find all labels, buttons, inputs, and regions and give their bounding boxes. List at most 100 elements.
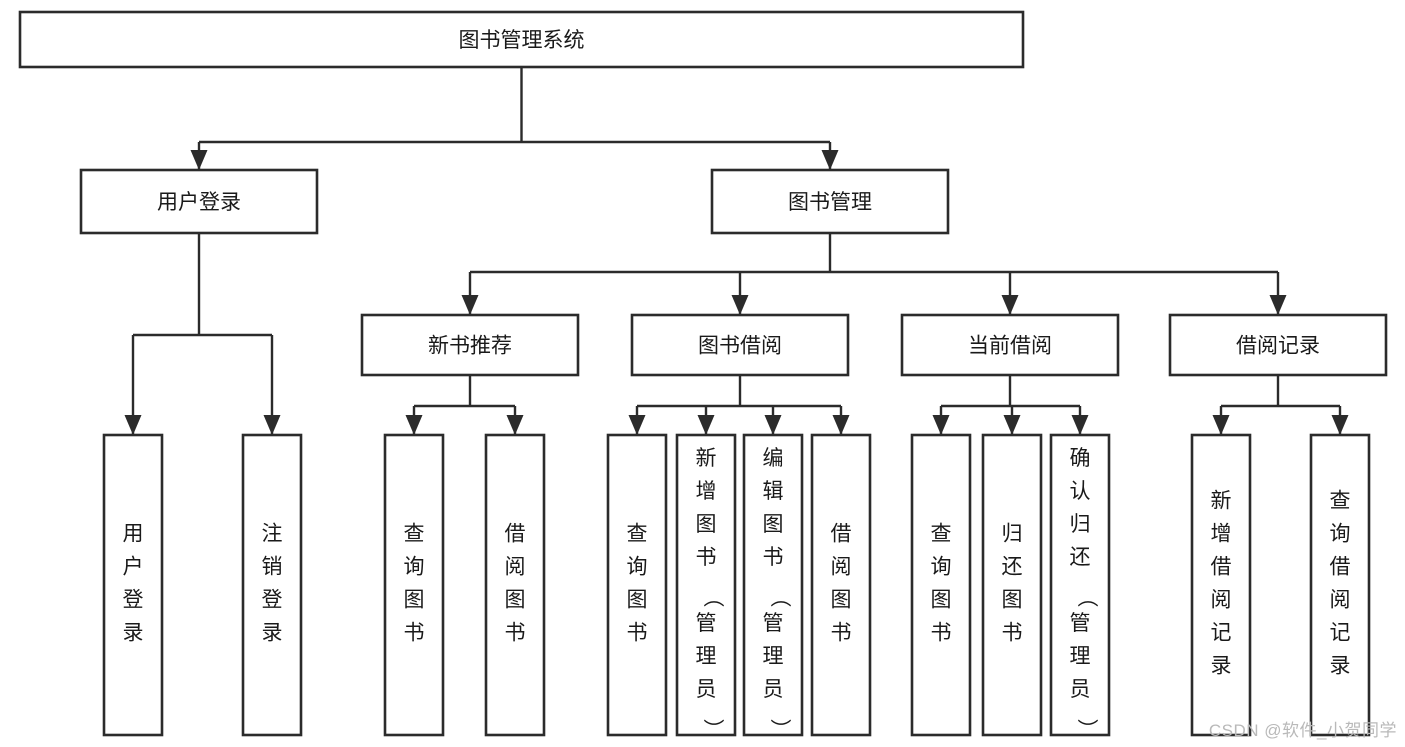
node-box-book-borrow[interactable]: [630, 313, 850, 377]
svg-text:理: 理: [763, 645, 784, 668]
node-box-new-book-recommend[interactable]: [360, 313, 580, 377]
svg-text:查: 查: [1330, 490, 1351, 513]
node-box-leaf-user-login[interactable]: [102, 433, 164, 737]
svg-text:户: 户: [123, 556, 144, 579]
svg-text:阅: 阅: [505, 556, 526, 579]
svg-text:员: 员: [696, 678, 717, 701]
svg-text:录: 录: [1211, 655, 1232, 678]
node-box-leaf-borrow-book-1[interactable]: [484, 433, 546, 737]
node-label-leaf-user-login: 用户登录: [123, 523, 144, 645]
svg-text:阅: 阅: [1211, 589, 1232, 612]
node-box-leaf-add-record[interactable]: [1190, 433, 1252, 737]
svg-text:借: 借: [831, 523, 852, 546]
arrow-head-icon-leaf-return-book: [1003, 415, 1021, 435]
svg-text:登: 登: [262, 589, 283, 612]
svg-text:书: 书: [505, 622, 526, 645]
svg-text:查: 查: [404, 523, 425, 546]
node-box-leaf-query-book-2[interactable]: [606, 433, 668, 737]
svg-text:图: 图: [831, 589, 852, 612]
arrow-head-icon-leaf-add-record: [1212, 415, 1230, 435]
arrow-head-icon-leaf-query-book-1: [405, 415, 423, 435]
svg-text:图: 图: [696, 513, 717, 536]
svg-text:销: 销: [262, 556, 283, 579]
svg-text:新: 新: [696, 447, 717, 470]
svg-text:（: （: [1075, 587, 1098, 608]
svg-text:记: 记: [1330, 622, 1351, 645]
arrow-head-icon-leaf-logout: [263, 415, 281, 435]
svg-text:新: 新: [1211, 490, 1232, 513]
node-box-leaf-borrow-book-2[interactable]: [810, 433, 872, 737]
svg-text:询: 询: [1330, 523, 1351, 546]
node-box-leaf-query-record[interactable]: [1309, 433, 1371, 737]
svg-text:归: 归: [1002, 523, 1023, 546]
svg-text:录: 录: [1330, 655, 1351, 678]
node-box-root[interactable]: [18, 10, 1025, 69]
node-box-leaf-query-book-1[interactable]: [383, 433, 445, 737]
svg-text:书: 书: [627, 622, 648, 645]
svg-text:图: 图: [931, 589, 952, 612]
svg-text:登: 登: [123, 589, 144, 612]
svg-text:（: （: [768, 587, 791, 608]
svg-text:书: 书: [696, 546, 717, 569]
node-label-root: 图书管理系统: [459, 29, 585, 52]
node-labels: 图书管理系统用户登录图书管理新书推荐图书借阅当前借阅借阅记录用户登录注销登录查询…: [123, 29, 1351, 740]
node-label-book-manage: 图书管理: [788, 191, 872, 214]
arrow-head-icon-user-login: [190, 150, 208, 170]
node-label-book-borrow: 图书借阅: [698, 335, 782, 358]
svg-text:）: ）: [701, 719, 724, 740]
svg-text:借: 借: [1330, 556, 1351, 579]
node-box-leaf-confirm-return[interactable]: [1049, 433, 1111, 737]
svg-text:辑: 辑: [763, 480, 784, 503]
arrow-head-icon-leaf-query-record: [1331, 415, 1349, 435]
svg-text:阅: 阅: [831, 556, 852, 579]
svg-text:确: 确: [1070, 447, 1091, 470]
svg-text:归: 归: [1070, 513, 1091, 536]
svg-text:理: 理: [1070, 645, 1091, 668]
node-box-leaf-query-book-3[interactable]: [910, 433, 972, 737]
svg-text:注: 注: [262, 523, 283, 546]
svg-text:录: 录: [262, 622, 283, 645]
arrow-head-icon-leaf-confirm-return: [1071, 415, 1089, 435]
node-box-leaf-logout[interactable]: [241, 433, 303, 737]
svg-text:图: 图: [505, 589, 526, 612]
svg-text:还: 还: [1070, 546, 1091, 569]
svg-text:书: 书: [1002, 622, 1023, 645]
svg-text:员: 员: [763, 678, 784, 701]
svg-text:编: 编: [763, 447, 784, 470]
node-box-leaf-return-book[interactable]: [981, 433, 1043, 737]
node-box-book-manage[interactable]: [710, 168, 950, 235]
svg-text:图: 图: [763, 513, 784, 536]
svg-text:图: 图: [1002, 589, 1023, 612]
node-box-user-login[interactable]: [79, 168, 319, 235]
svg-text:阅: 阅: [1330, 589, 1351, 612]
node-box-leaf-add-book[interactable]: [675, 433, 737, 737]
svg-text:管: 管: [763, 612, 784, 635]
node-box-current-borrow[interactable]: [900, 313, 1120, 377]
svg-text:理: 理: [696, 645, 717, 668]
node-label-user-login: 用户登录: [157, 191, 241, 214]
arrow-head-icon-leaf-user-login: [124, 415, 142, 435]
svg-text:书: 书: [763, 546, 784, 569]
svg-text:询: 询: [627, 556, 648, 579]
node-box-leaf-edit-book[interactable]: [742, 433, 804, 737]
svg-text:书: 书: [831, 622, 852, 645]
connector-lines: [124, 67, 1349, 435]
arrow-head-icon-leaf-borrow-book-1: [506, 415, 524, 435]
svg-text:查: 查: [931, 523, 952, 546]
node-label-current-borrow: 当前借阅: [968, 335, 1052, 358]
svg-text:记: 记: [1211, 622, 1232, 645]
svg-text:管: 管: [1070, 612, 1091, 635]
svg-text:图: 图: [627, 589, 648, 612]
node-boxes: [18, 10, 1388, 737]
node-box-borrow-record[interactable]: [1168, 313, 1388, 377]
svg-text:查: 查: [627, 523, 648, 546]
